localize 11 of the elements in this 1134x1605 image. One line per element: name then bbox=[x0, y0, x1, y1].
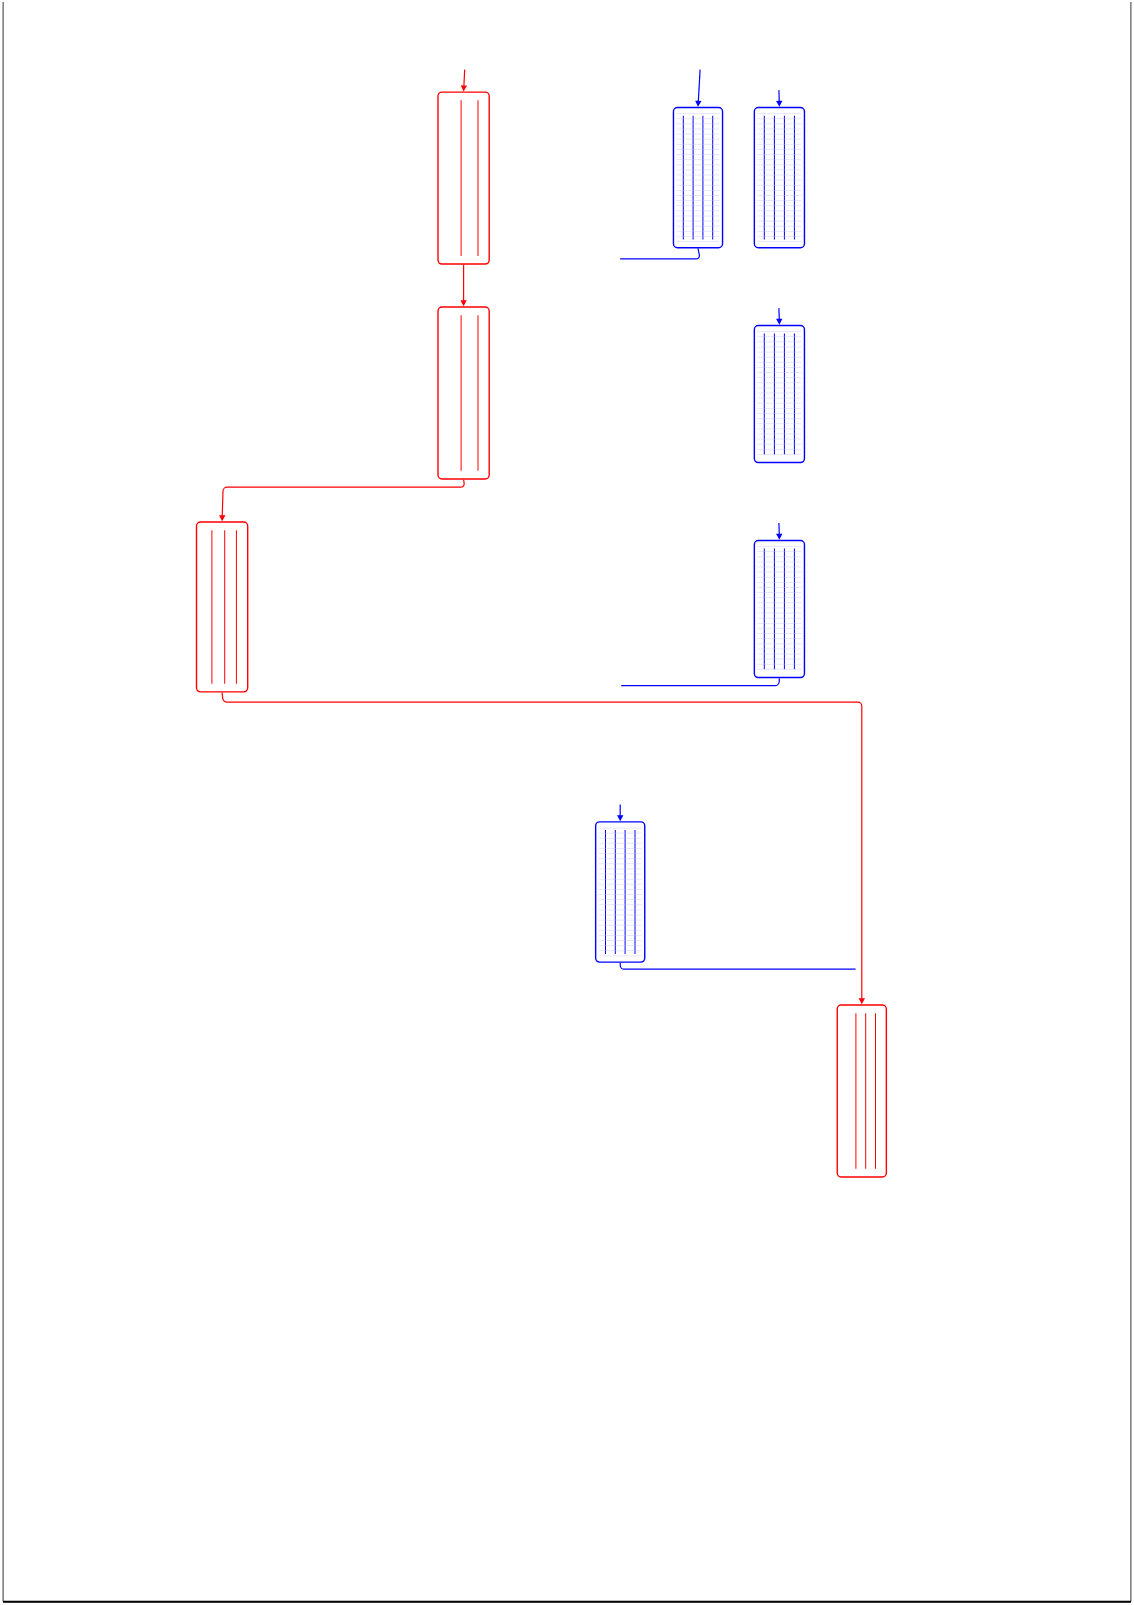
process-box bbox=[753, 106, 806, 249]
process-box bbox=[594, 821, 646, 963]
process-box bbox=[672, 106, 724, 249]
process-box bbox=[753, 539, 806, 679]
arrow bbox=[695, 69, 702, 107]
process-box bbox=[753, 324, 806, 464]
process-box bbox=[195, 521, 249, 693]
process-box bbox=[437, 306, 490, 480]
arrow bbox=[776, 89, 783, 107]
process-box bbox=[437, 91, 490, 265]
process-box bbox=[836, 1004, 888, 1178]
